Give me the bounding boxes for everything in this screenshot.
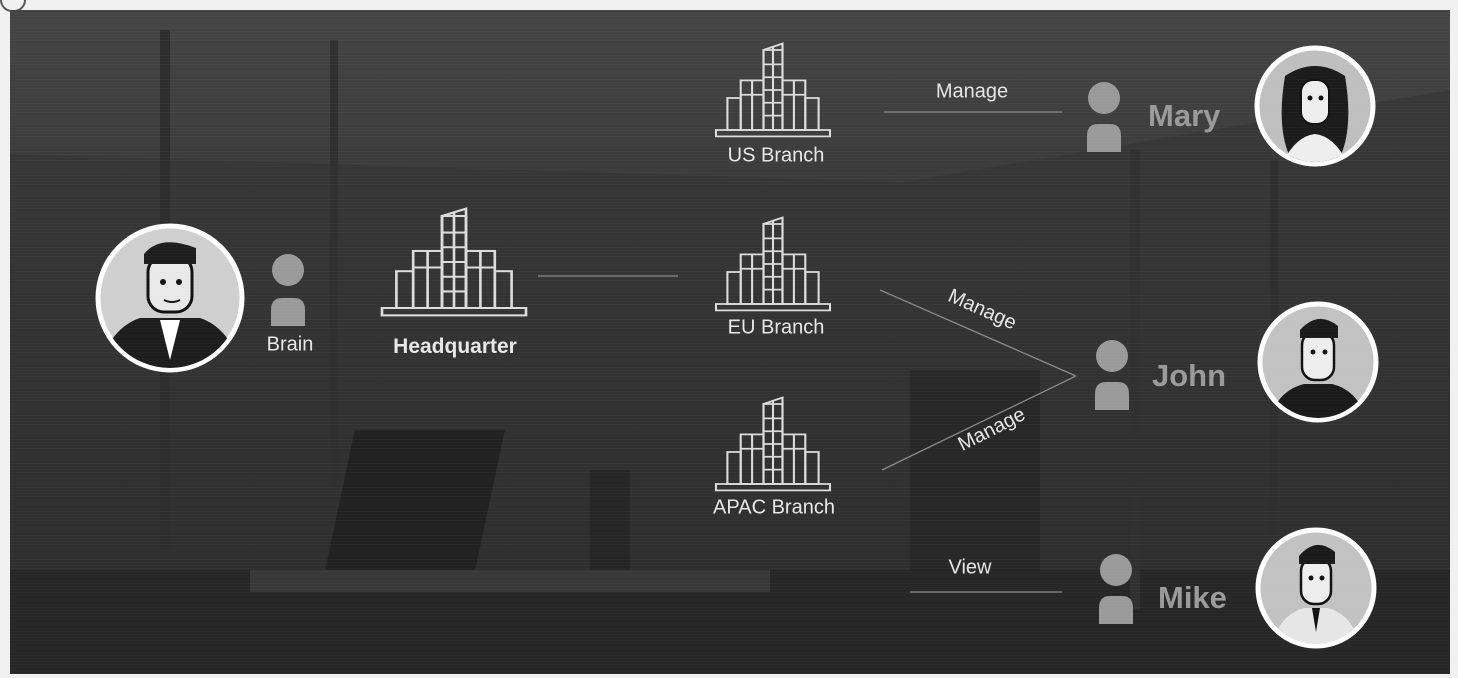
apac-branch-label: APAC Branch xyxy=(713,497,835,520)
headquarter-building-icon xyxy=(382,209,526,316)
brain-label: Brain xyxy=(267,334,314,357)
brain-avatar xyxy=(98,226,242,370)
mike-person-icon xyxy=(1099,554,1133,624)
us-branch-label: US Branch xyxy=(728,145,825,168)
mary-name-label: Mary xyxy=(1148,98,1220,134)
eu-branch-label: EU Branch xyxy=(728,317,825,340)
mike-avatar xyxy=(1258,530,1374,648)
mary-us-relation-label: Manage xyxy=(936,81,1008,104)
diagram-canvas: Brain Headquarter US Branch EU Branch AP… xyxy=(10,10,1450,674)
apac-branch-building-icon xyxy=(716,398,830,491)
us-branch-building-icon xyxy=(716,44,830,137)
mary-avatar xyxy=(1257,48,1373,166)
mike-apac-relation-label: View xyxy=(949,557,992,580)
mike-name-label: Mike xyxy=(1158,580,1227,616)
headquarter-label: Headquarter xyxy=(393,335,517,359)
eu-branch-building-icon xyxy=(716,218,830,311)
john-name-label: John xyxy=(1152,358,1226,394)
mary-person-icon xyxy=(1087,82,1121,152)
john-avatar xyxy=(1260,304,1376,422)
brain-person-icon xyxy=(271,254,305,326)
john-person-icon xyxy=(1095,340,1129,410)
org-diagram xyxy=(10,10,1450,674)
